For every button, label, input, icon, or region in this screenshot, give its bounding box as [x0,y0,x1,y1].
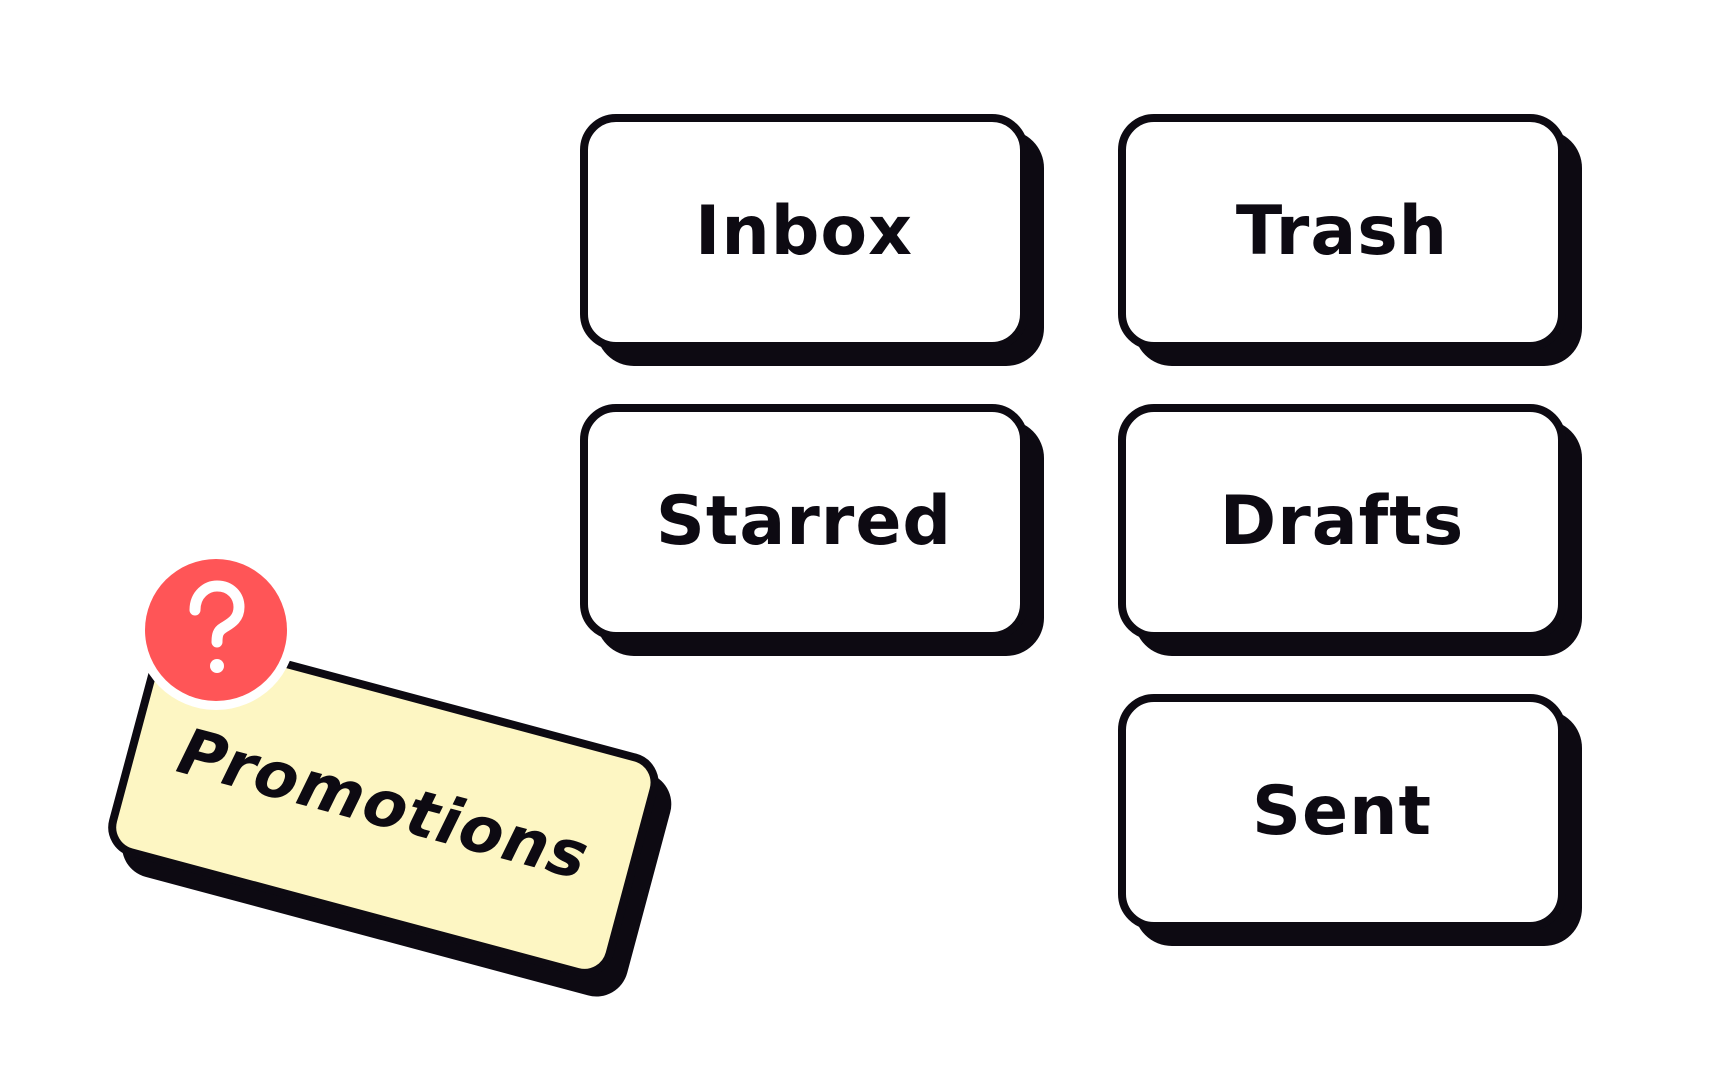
folder-label: Starred [655,482,953,561]
card-face: Inbox [580,114,1028,350]
card-face: Drafts [1118,404,1566,640]
question-mark-glyph [189,580,245,673]
folder-card-inbox[interactable]: Inbox [580,114,1044,366]
folder-label: Sent [1251,772,1432,851]
folder-label: Drafts [1219,482,1465,561]
card-face: Starred [580,404,1028,640]
unsorted-label: Promotions [170,714,597,896]
folder-label: Inbox [695,192,913,271]
card-face: Sent [1118,694,1566,930]
folder-card-trash[interactable]: Trash [1118,114,1582,366]
folder-card-drafts[interactable]: Drafts [1118,404,1582,656]
question-badge [136,550,296,710]
folder-label: Trash [1235,192,1449,271]
card-face: Trash [1118,114,1566,350]
question-mark-icon [145,559,287,701]
folder-card-sent[interactable]: Sent [1118,694,1582,946]
folder-card-starred[interactable]: Starred [580,404,1044,656]
